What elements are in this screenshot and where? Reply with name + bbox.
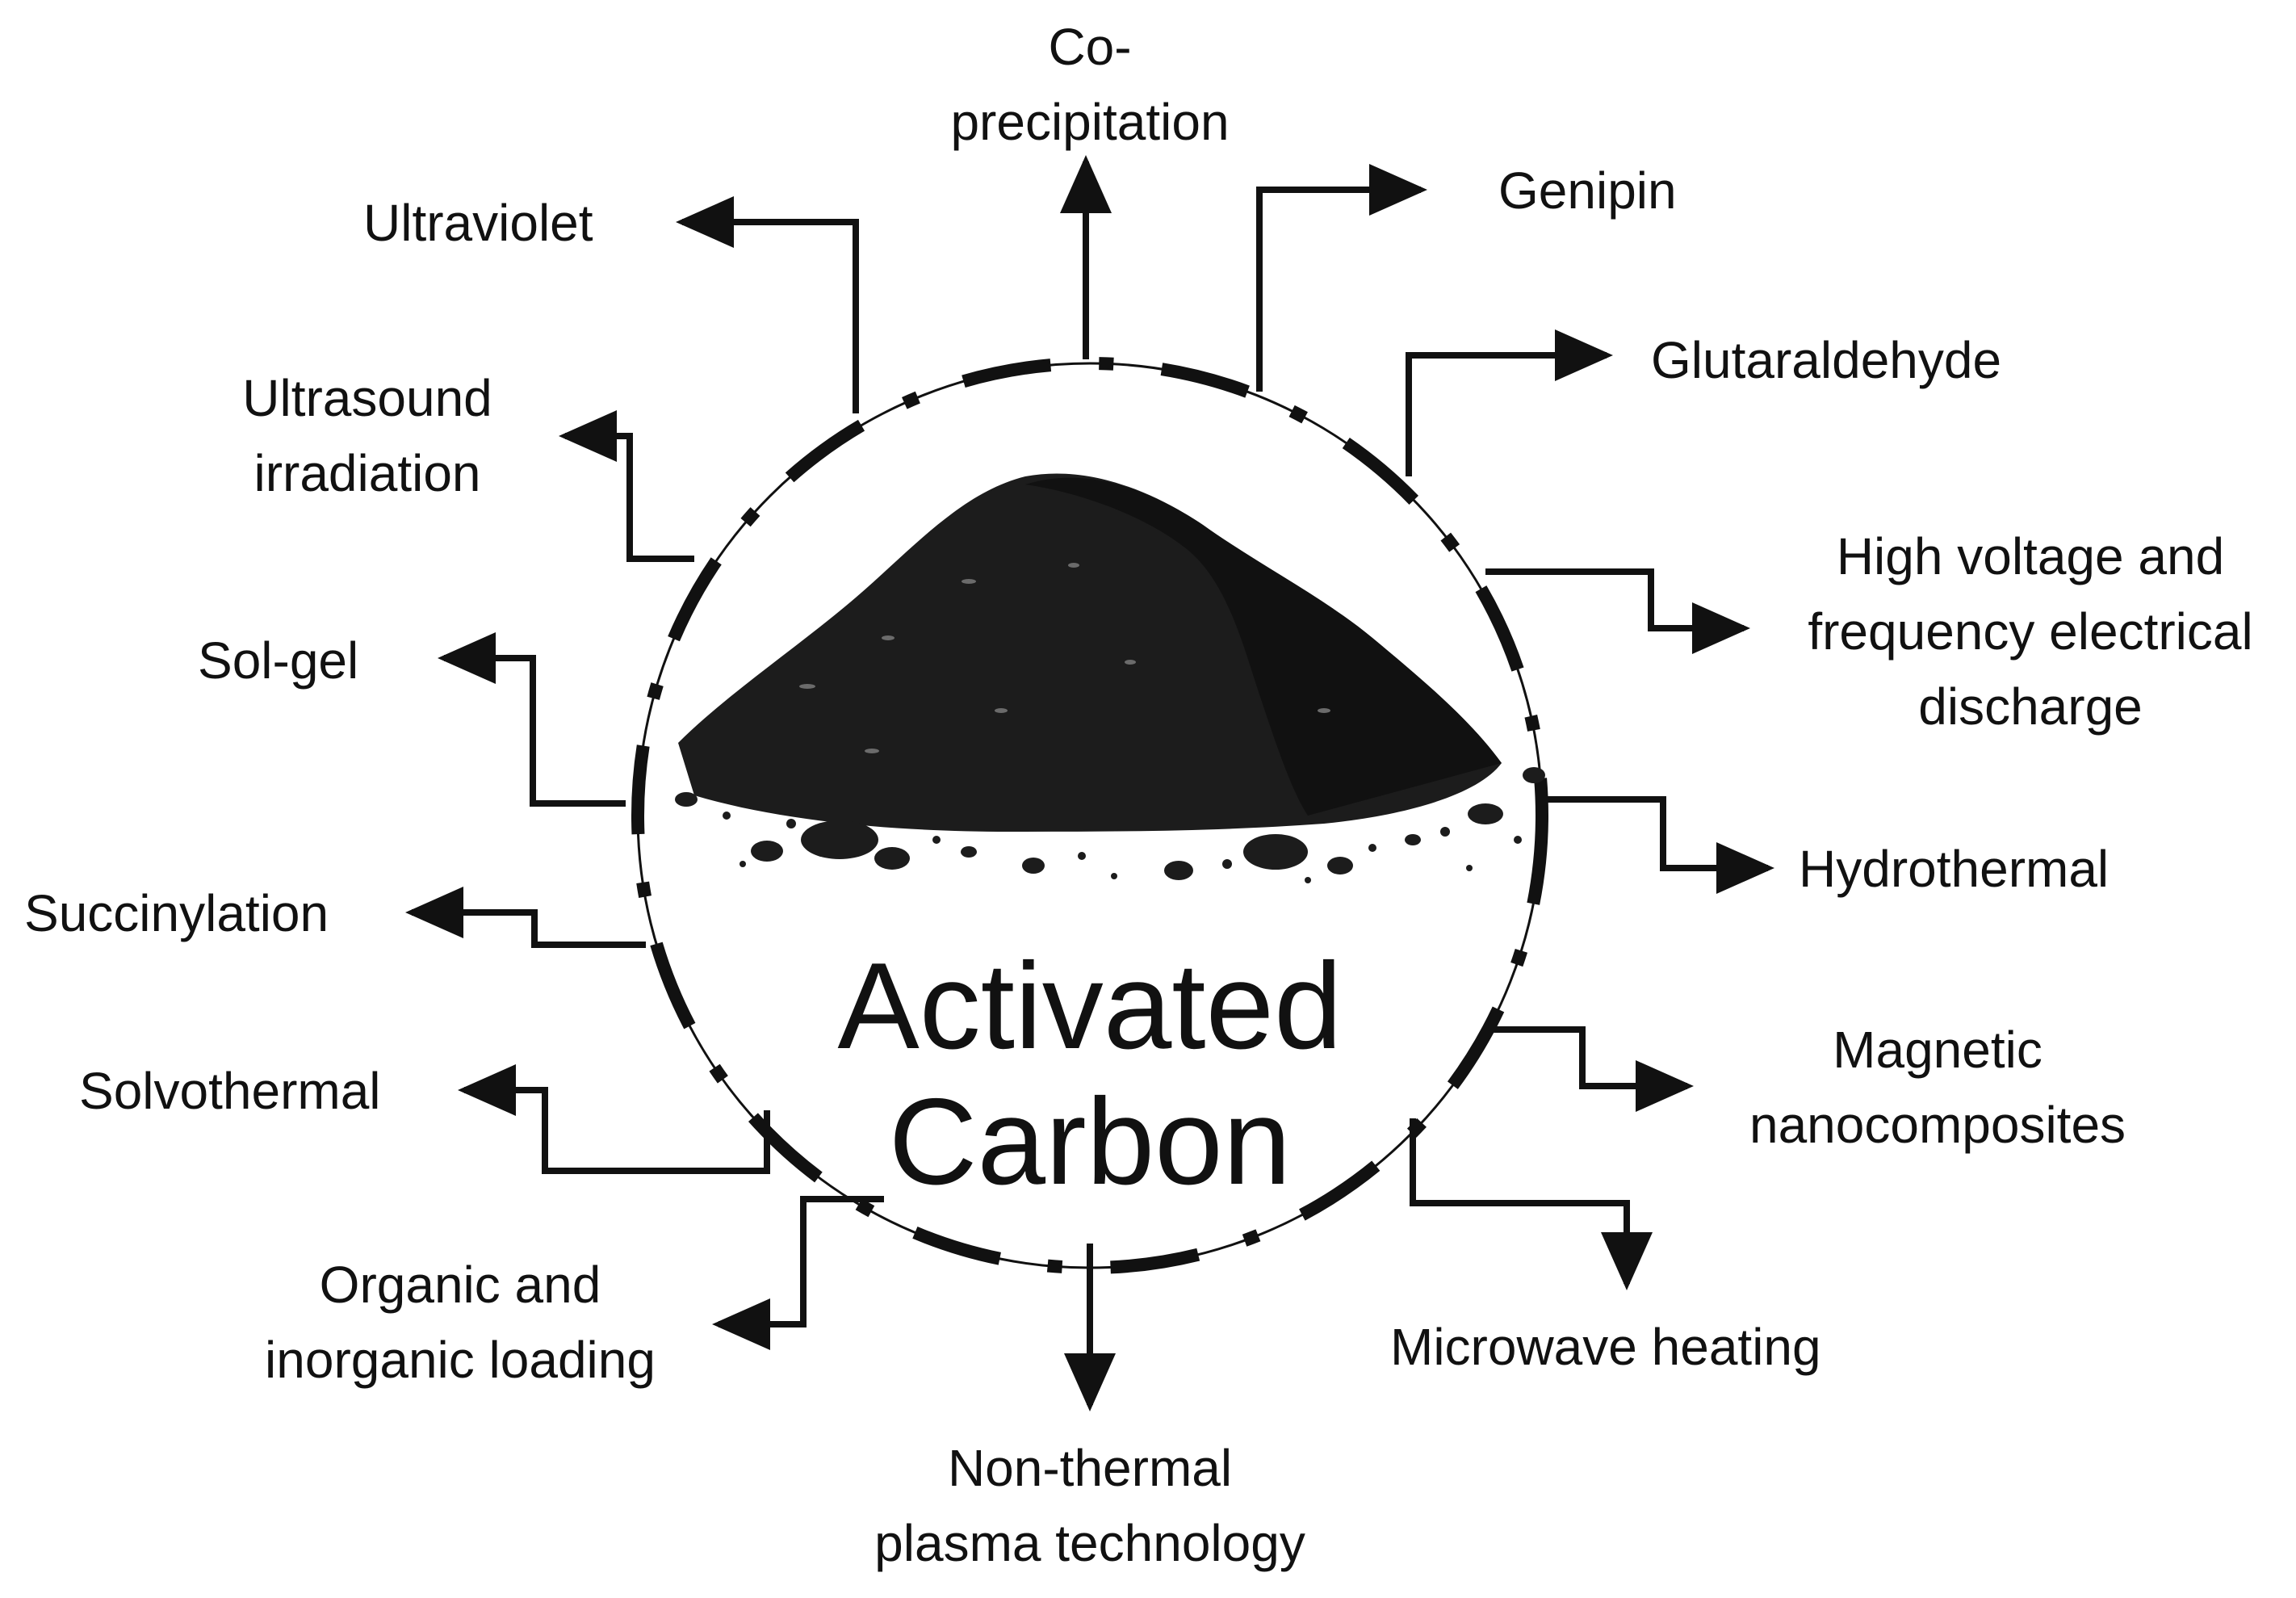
- arrow-high-voltage: [1485, 568, 1750, 654]
- label-genipin-text: Genipin: [1498, 161, 1677, 220]
- label-glutaraldehyde: Glutaraldehyde: [1651, 323, 2001, 398]
- connector-arrows: [405, 155, 1774, 1411]
- label-genipin: Genipin: [1498, 153, 1677, 229]
- arrow-glutaraldehyde: [1406, 329, 1613, 476]
- label-co-precipitation-line1: Co-: [1048, 18, 1132, 76]
- label-glutaraldehyde-text: Glutaraldehyde: [1651, 331, 2002, 389]
- label-co-precipitation: Co- precipitation: [920, 10, 1259, 160]
- arrow-genipin: [1256, 164, 1427, 392]
- label-co-precipitation-line2: precipitation: [950, 93, 1230, 151]
- label-non-thermal: Non-thermal plasma technology: [832, 1431, 1348, 1581]
- label-non-thermal-line1: Non-thermal: [947, 1439, 1233, 1497]
- arrow-organic: [712, 1196, 884, 1350]
- label-magnetic: Magnetic nanocomposites: [1712, 1013, 2164, 1163]
- label-high-voltage-line3: discharge: [1918, 677, 2143, 736]
- arrow-ultraviolet: [676, 196, 859, 413]
- label-ultrasound-line2: irradiation: [253, 444, 481, 502]
- carbon-pile-image: [675, 473, 1545, 883]
- label-succinylation-text: Succinylation: [24, 884, 329, 942]
- label-sol-gel-text: Sol-gel: [198, 631, 359, 690]
- label-organic-line1: Organic and: [319, 1256, 601, 1314]
- label-solvothermal-text: Solvothermal: [79, 1062, 381, 1120]
- label-succinylation: Succinylation: [24, 876, 329, 951]
- arrow-solvothermal: [458, 1064, 770, 1174]
- arrow-magnetic: [1485, 1026, 1694, 1112]
- arrow-hydrothermal: [1546, 796, 1774, 894]
- label-organic-line2: inorganic loading: [265, 1331, 656, 1389]
- label-ultrasound: Ultrasound irradiation: [206, 361, 529, 511]
- label-ultrasound-line1: Ultrasound: [242, 369, 492, 427]
- label-hydrothermal-text: Hydrothermal: [1799, 840, 2110, 898]
- label-magnetic-line2: nanocomposites: [1749, 1096, 2126, 1154]
- label-high-voltage: High voltage and frequency electrical di…: [1772, 519, 2289, 744]
- arrow-microwave: [1410, 1118, 1653, 1290]
- label-microwave-text: Microwave heating: [1390, 1318, 1821, 1376]
- label-ultraviolet-text: Ultraviolet: [363, 194, 593, 252]
- label-sol-gel: Sol-gel: [198, 623, 358, 698]
- arrow-sol-gel: [438, 632, 626, 807]
- label-magnetic-line1: Magnetic: [1833, 1021, 2043, 1079]
- label-high-voltage-line2: frequency electrical: [1808, 602, 2253, 661]
- label-hydrothermal: Hydrothermal: [1799, 832, 2109, 907]
- label-organic: Organic and inorganic loading: [234, 1248, 686, 1398]
- label-ultraviolet: Ultraviolet: [363, 186, 593, 261]
- label-high-voltage-line1: High voltage and: [1836, 527, 2225, 585]
- center-title: Activated Carbon: [832, 938, 1348, 1210]
- arrow-ultrasound: [559, 410, 694, 562]
- label-non-thermal-line2: plasma technology: [874, 1514, 1305, 1572]
- center-title-line1: Activated: [837, 937, 1343, 1075]
- label-solvothermal: Solvothermal: [79, 1054, 381, 1129]
- label-microwave: Microwave heating: [1390, 1310, 1821, 1385]
- center-title-line2: Carbon: [888, 1073, 1292, 1210]
- arrow-succinylation: [405, 887, 646, 948]
